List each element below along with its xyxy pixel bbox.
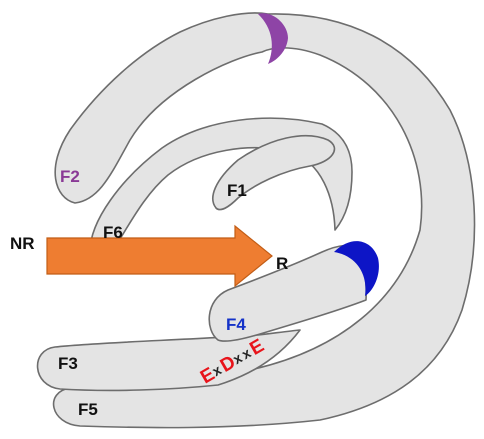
label-f6: F6: [103, 223, 123, 242]
finger-f1: [212, 134, 336, 211]
label-f2: F2: [60, 167, 80, 186]
label-r: R: [276, 254, 288, 273]
finger-f6: [89, 117, 353, 260]
label-f1: F1: [227, 181, 247, 200]
transition-arrow: [46, 224, 273, 288]
f4-cap: [334, 241, 379, 296]
label-f4: F4: [226, 315, 246, 334]
label-f5: F5: [78, 400, 98, 419]
f2-cap: [258, 13, 288, 65]
finger-f3: [36, 329, 301, 392]
label-f3: F3: [58, 354, 78, 373]
label-nr: NR: [10, 234, 35, 253]
outer-body-f2-f5: [52, 12, 476, 429]
